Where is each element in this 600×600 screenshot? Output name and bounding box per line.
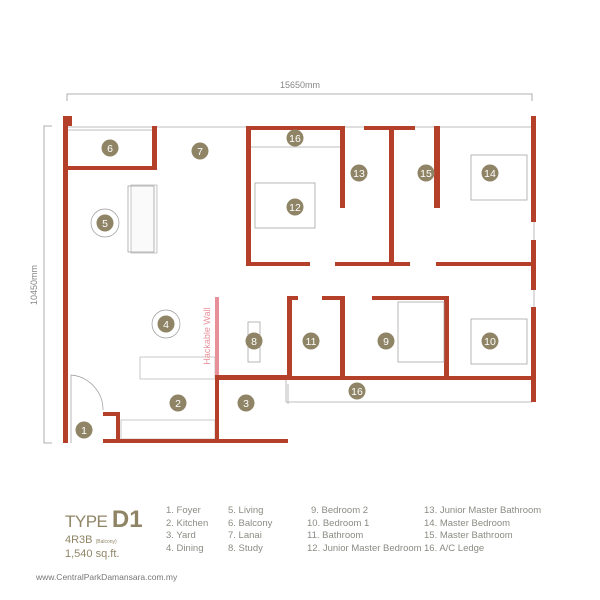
- website-link[interactable]: www.CentralParkDamansara.com.my: [36, 572, 178, 582]
- legend-col-3: 9. Bedroom 2 10. Bedroom 1 11. Bathroom …: [307, 505, 422, 555]
- dimension-lines: [43, 93, 533, 444]
- legend-item: 8. Study: [228, 542, 263, 554]
- room-badge-circle: [350, 164, 368, 182]
- room-badge-number: 2: [175, 398, 181, 410]
- room-badge-circle: [169, 394, 187, 412]
- type-label: TYPE: [65, 512, 108, 531]
- layout-note: (Balcony): [95, 539, 117, 545]
- room-badge-circle: [348, 382, 366, 400]
- legend-item: 6. Balcony: [228, 517, 273, 529]
- legend-item: 7. Lanai: [228, 530, 262, 542]
- room-badge-circle: [302, 332, 320, 350]
- room-badge-number: 7: [197, 146, 203, 158]
- hackable-wall-label: Hackable Wall: [202, 307, 212, 364]
- room-badge-number: 8: [251, 336, 257, 348]
- legend-item: 10. Bedroom 1: [307, 517, 370, 529]
- legend-col-2: 5. Living 6. Balcony 7. Lanai 8. Study: [228, 505, 272, 555]
- legend-item: 1. Foyer: [166, 505, 201, 516]
- type-code: D1: [111, 506, 143, 533]
- legend-col-4: 13. Junior Master Bathroom 14. Master Be…: [424, 505, 541, 555]
- room-badge-number: 6: [107, 143, 113, 155]
- room-badge-number: 1: [81, 425, 87, 437]
- legend-item: 2. Kitchen: [166, 517, 209, 529]
- room-badge-circle: [157, 315, 175, 333]
- area: 1,540 sq.ft.: [65, 548, 120, 560]
- width-dimension: 15650mm: [280, 80, 320, 90]
- room-badge-circle: [481, 332, 499, 350]
- unit-type-block: TYPE D1 4R3B (Balcony) 1,540 sq.ft.: [65, 506, 143, 560]
- room-badge-number: 3: [243, 398, 249, 410]
- room-badge-number: 9: [383, 336, 389, 348]
- legend-item: 3. Yard: [166, 530, 196, 542]
- room-badge-circle: [245, 332, 263, 350]
- walls: [63, 116, 536, 443]
- legend-item: 9. Bedroom 2: [311, 505, 369, 516]
- room-badge-circle: [75, 421, 93, 439]
- room-badge-circle: [237, 394, 255, 412]
- room-badge-circle: [286, 129, 304, 147]
- room-badge-number: 16: [351, 386, 363, 398]
- room-badge-number: 14: [484, 168, 496, 180]
- height-dimension: 10450mm: [29, 265, 39, 305]
- legend-item: 15. Master Bathroom: [424, 530, 513, 542]
- room-badge-number: 15: [420, 168, 432, 180]
- room-badge-number: 4: [163, 319, 169, 331]
- room-badge-number: 12: [289, 202, 301, 214]
- glazing-lines: [68, 126, 535, 440]
- room-badge-number: 13: [353, 168, 365, 180]
- room-badge-circle: [377, 332, 395, 350]
- room-badge-circle: [101, 139, 119, 157]
- legend-item: 11. Bathroom: [307, 530, 364, 542]
- legend-item: 12. Junior Master Bedroom: [307, 542, 422, 554]
- room-badge-number: 5: [102, 218, 108, 230]
- room-badge-circle: [481, 164, 499, 182]
- legend-item: 13. Junior Master Bathroom: [424, 505, 542, 516]
- room-badge-number: 16: [289, 133, 301, 145]
- layout: 4R3B: [65, 534, 93, 546]
- room-badge-circle: [417, 164, 435, 182]
- legend-item: 14. Master Bedroom: [424, 517, 511, 529]
- furniture: [70, 154, 528, 443]
- legend-item: 4. Dining: [166, 542, 204, 554]
- room-badge-circle: [96, 214, 114, 232]
- legend-item: 5. Living: [228, 505, 264, 516]
- room-badge-number: 10: [484, 336, 496, 348]
- legend-col-1: 1. Foyer 2. Kitchen 3. Yard 4. Dining: [166, 505, 208, 555]
- room-badge-circle: [191, 142, 209, 160]
- legend-item: 16. A/C Ledge: [424, 542, 485, 554]
- room-badge-circle: [286, 198, 304, 216]
- room-badge-number: 11: [306, 336, 317, 348]
- hackable-wall: [215, 297, 219, 375]
